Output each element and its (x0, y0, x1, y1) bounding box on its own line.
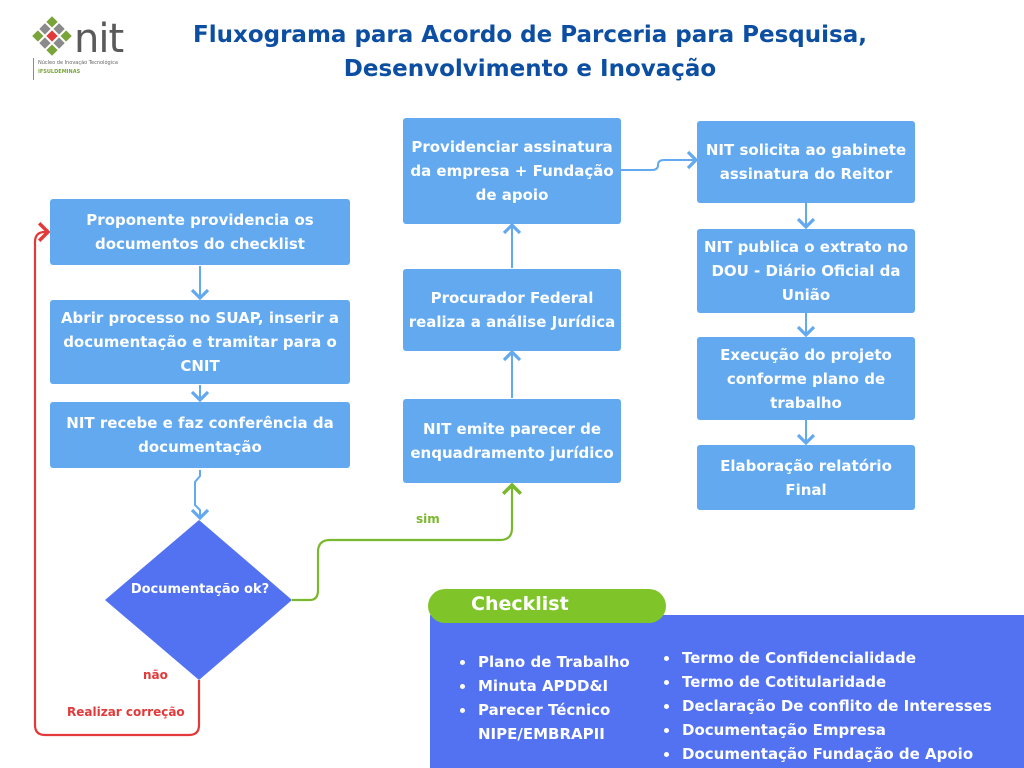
page-title: Fluxograma para Acordo de Parceria para … (180, 18, 880, 86)
checklist-item: Plano de Trabalho (476, 650, 676, 674)
checklist-item: Minuta APDD&I (476, 674, 676, 698)
nit-logo: nit Núcleo de Inovação Tecnológica IFSUL… (30, 14, 130, 84)
checklist-item: Declaração De conflito de Interesses (680, 694, 1024, 718)
arrow-sim (292, 482, 523, 602)
node-proponente: Proponente providencia os documentos do … (50, 199, 350, 265)
checklist-panel (430, 615, 1024, 768)
nit-logo-mark-icon (32, 16, 72, 56)
checklist-item: Termo de Cotitularidade (680, 670, 1024, 694)
node-relatorio: Elaboração relatório Final (697, 445, 915, 510)
node-procurador: Procurador Federal realiza a análise Jur… (403, 269, 621, 351)
checklist-tab: Checklist (428, 589, 666, 623)
checklist-title: Checklist (471, 593, 569, 615)
label-sim: sim (416, 512, 440, 526)
checklist-item: Termo de Confidencialidade (680, 646, 1024, 670)
checklist-item: Documentação Empresa (680, 718, 1024, 742)
node-nit-recebe: NIT recebe e faz conferência da document… (50, 402, 350, 468)
logo-institution: IFSULDEMINAS (38, 69, 81, 75)
label-realizar-correcao: Realizar correção (67, 705, 185, 719)
arrow-nao (33, 221, 201, 737)
node-execucao: Execução do projeto conforme plano de tr… (697, 337, 915, 420)
node-publica: NIT publica o extrato no DOU - Diário Of… (697, 229, 915, 313)
logo-subtitle: Núcleo de Inovação Tecnológica (38, 60, 118, 66)
label-nao: não (143, 668, 168, 682)
node-assinatura: Providenciar assinatura da empresa + Fun… (403, 118, 621, 224)
decision-diamond (105, 520, 292, 680)
title-line-1: Fluxograma para Acordo de Parceria para … (193, 22, 867, 48)
node-abrir-processo: Abrir processo no SUAP, inserir a docume… (50, 300, 350, 384)
checklist-item: Parecer Técnico NIPE/EMBRAPII (476, 698, 676, 746)
checklist-column-2: Termo de Confidencialidade Termo de Coti… (660, 646, 1024, 766)
arrow-assinatura-gabinete (621, 150, 699, 171)
title-line-2: Desenvolvimento e Inovação (343, 56, 717, 82)
logo-wordmark: nit (74, 16, 124, 62)
arrow-recebe-decisao (190, 470, 210, 521)
decision-label: Documentação ok? (130, 582, 270, 597)
checklist-item: Documentação Fundação de Apoio (680, 742, 1024, 766)
node-parecer: NIT emite parecer de enquadramento juríd… (403, 399, 621, 483)
node-gabinete: NIT solicita ao gabinete assinatura do R… (697, 121, 915, 203)
checklist-column-1: Plano de Trabalho Minuta APDD&I Parecer … (456, 650, 676, 746)
